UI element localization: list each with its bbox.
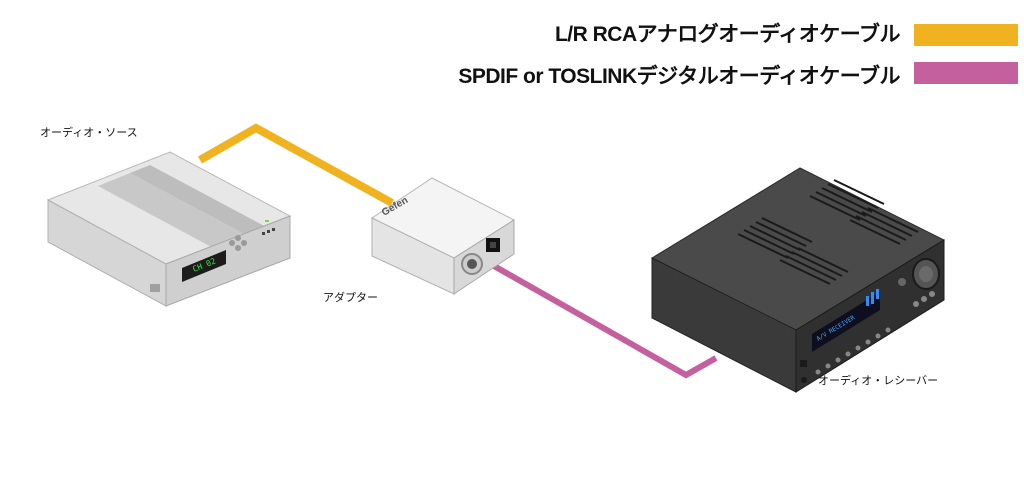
legend-analog-label: L/R RCAアナログオーディオケーブル <box>554 23 901 46</box>
legend-digital-label: SPDIF or TOSLINKデジタルオーディオケーブル <box>458 65 900 88</box>
receiver-vents <box>737 179 919 285</box>
digital-cable <box>485 259 718 379</box>
adapter-label: アダプター <box>323 291 378 304</box>
audio-receiver-label: オーディオ・レシーバー <box>818 374 939 387</box>
audio-source-label: オーディオ・ソース <box>40 126 138 139</box>
audio-source-device: CH 02 <box>46 151 292 307</box>
analog-cable <box>198 123 394 207</box>
legend-analog-swatch <box>914 24 1018 46</box>
legend-digital-swatch <box>914 62 1018 84</box>
audio-receiver-device: A/V RECEIVER <box>650 167 946 393</box>
adapter-device: Gefen <box>370 177 516 295</box>
